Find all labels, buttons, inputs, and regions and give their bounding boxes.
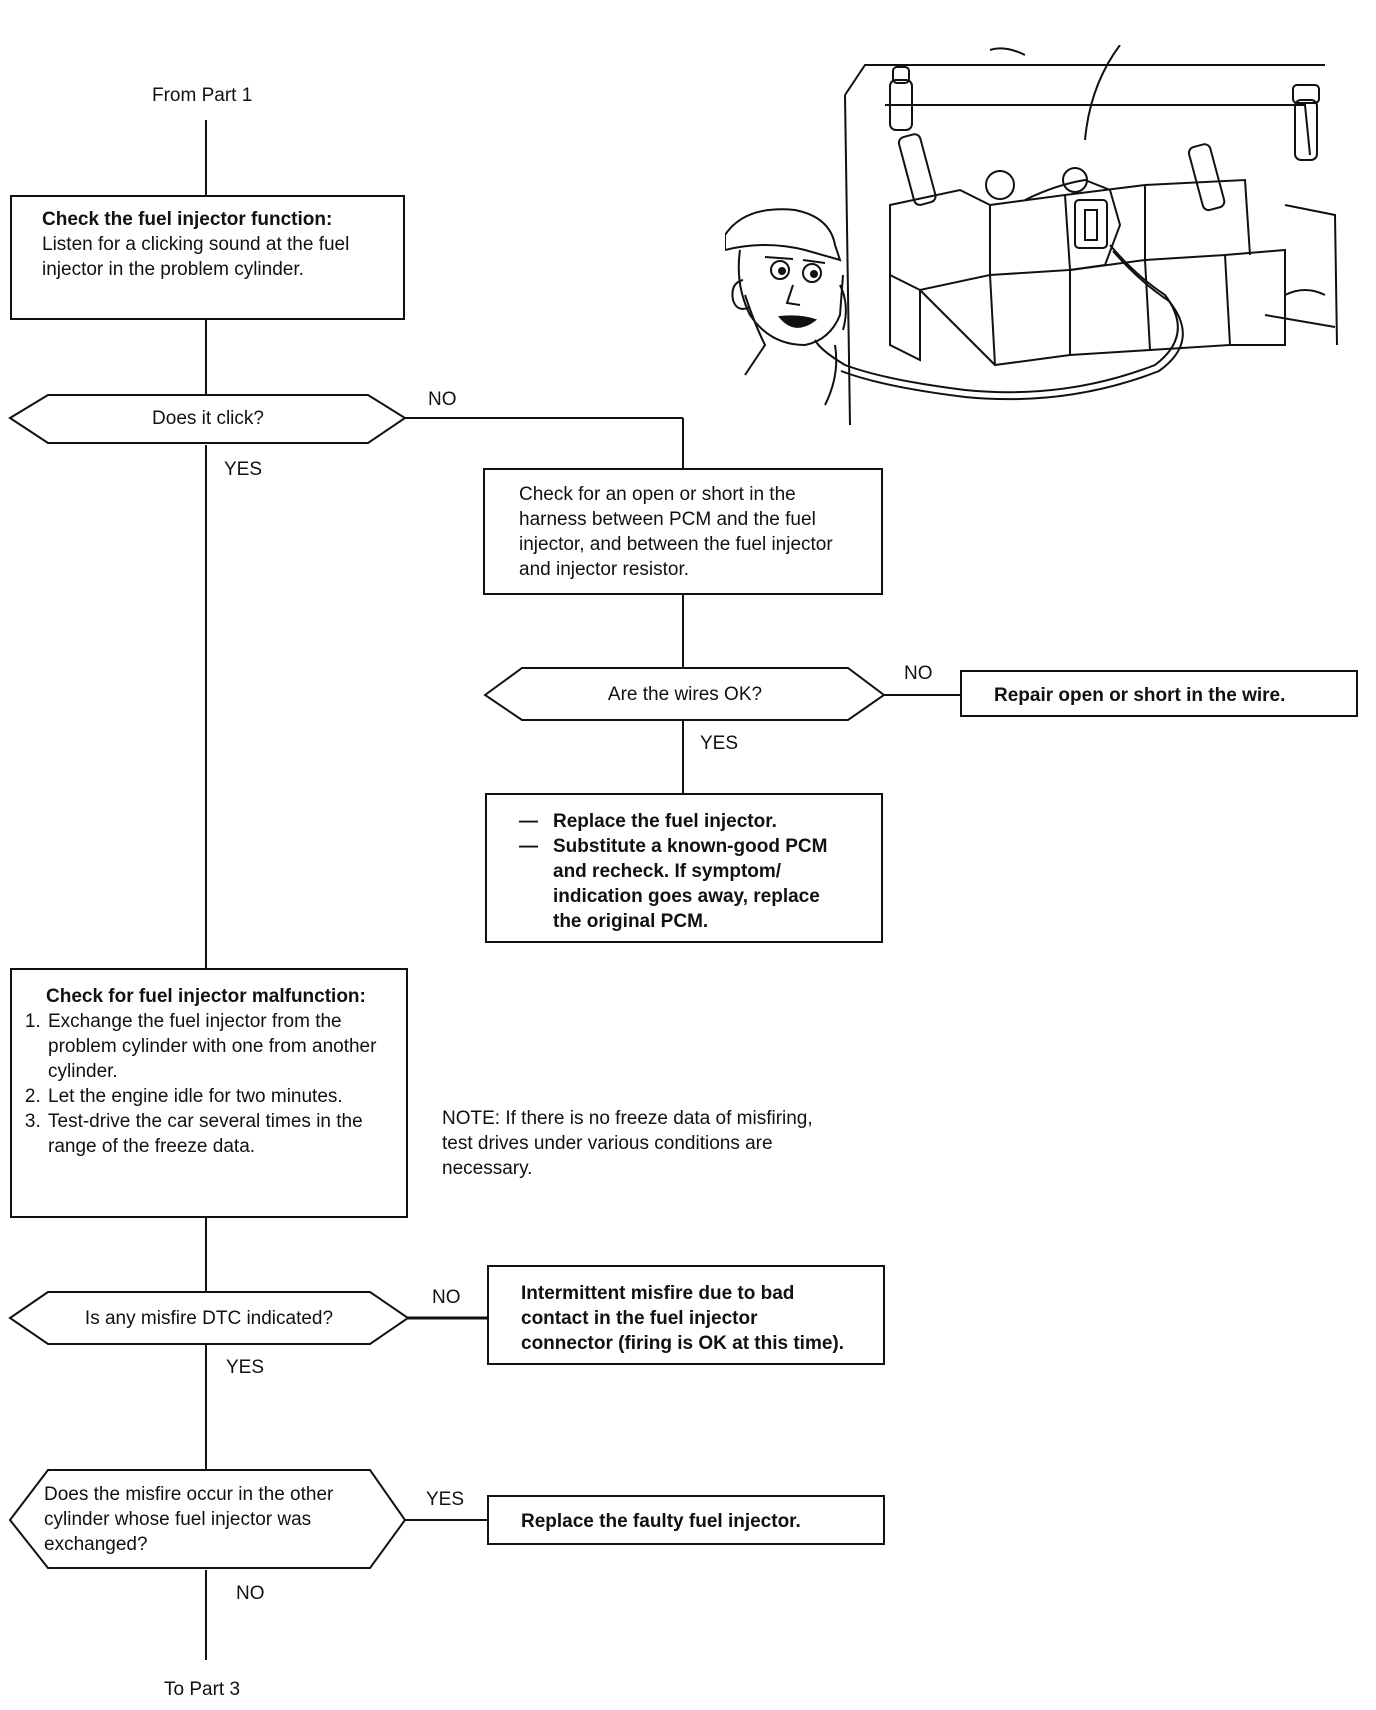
freeze-data-note: NOTE: If there is no freeze data of misf… <box>442 1108 813 1179</box>
check-harness-box: Check for an open or short in the harnes… <box>483 468 883 595</box>
replace-step-1: Replace the fuel injector. <box>519 809 851 834</box>
check-injector-title: Check the fuel injector function: <box>42 209 333 230</box>
malfunction-step-1: Exchange the fuel injector from the prob… <box>46 1009 380 1084</box>
q-wires-yes: YES <box>700 733 739 754</box>
replace-injector-box: Replace the fuel injector. Substitute a … <box>485 793 883 943</box>
decision-misfire-dtc <box>8 1291 410 1345</box>
intermittent-misfire-box: Intermittent misfire due to bad contact … <box>487 1265 885 1365</box>
from-part-label: From Part 1 <box>152 85 253 106</box>
q-click-yes: YES <box>224 459 263 480</box>
decision-other-cylinder <box>8 1469 407 1569</box>
decision-wires-ok <box>483 667 886 721</box>
to-part-label: To Part 3 <box>164 1679 241 1700</box>
q-wires-text: Are the wires OK? <box>607 684 763 705</box>
q-click-text: Does it click? <box>152 408 264 429</box>
malfunction-step-3: Test-drive the car several times in the … <box>46 1109 380 1159</box>
q-wires-no: NO <box>904 663 933 684</box>
check-injector-box: Check the fuel injector function: Listen… <box>10 195 405 320</box>
q-click-no: NO <box>428 389 457 410</box>
q-dtc-no: NO <box>432 1287 461 1308</box>
q-other-no: NO <box>236 1583 265 1604</box>
malfunction-title: Check for fuel injector malfunction: <box>46 986 366 1007</box>
q-other-text: Does the misfire occur in the other cyli… <box>44 1484 334 1555</box>
mechanic-stethoscope-illustration <box>725 45 1338 426</box>
malfunction-box: Check for fuel injector malfunction: Exc… <box>10 968 408 1218</box>
repair-wire-box: Repair open or short in the wire. <box>960 670 1358 717</box>
q-dtc-text: Is any misfire DTC indicated? <box>84 1308 334 1329</box>
replace-faulty-box: Replace the faulty fuel injector. <box>487 1495 885 1545</box>
q-other-yes: YES <box>426 1489 465 1510</box>
malfunction-step-2: Let the engine idle for two minutes. <box>46 1084 380 1109</box>
decision-does-it-click <box>8 394 407 444</box>
check-injector-body: Listen for a clicking sound at the fuel … <box>42 234 350 280</box>
replace-step-2: Substitute a known-good PCM and recheck.… <box>519 834 851 934</box>
q-dtc-yes: YES <box>226 1357 265 1378</box>
